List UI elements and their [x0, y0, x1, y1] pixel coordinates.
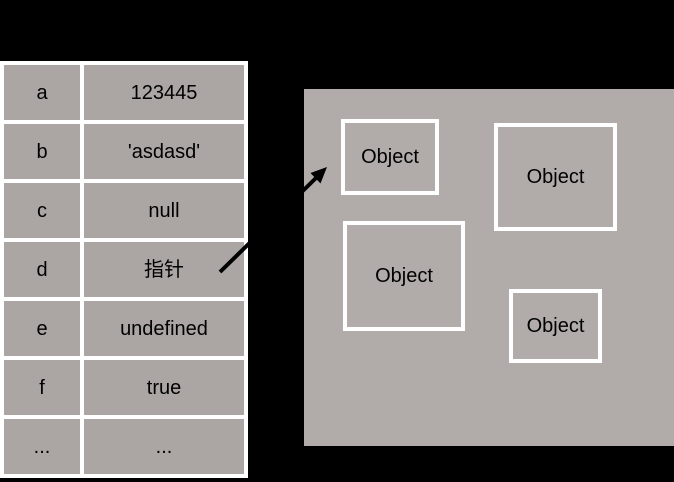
- stack-cell-key: d: [4, 242, 80, 297]
- stack-cell-value: 'asdasd': [84, 124, 244, 179]
- stack-cell-value: true: [84, 360, 244, 415]
- stack-cell-value: 指针: [84, 242, 244, 297]
- stack-table: a 123445 b 'asdasd' c null d 指针 e undefi…: [0, 61, 248, 478]
- stack-cell-value: null: [84, 183, 244, 238]
- heap-object-box: Object: [341, 119, 439, 195]
- stack-cell-key: ...: [4, 419, 80, 474]
- stack-cell-value: undefined: [84, 301, 244, 356]
- stack-cell-key: f: [4, 360, 80, 415]
- heap-region: Object Object Object Object: [304, 89, 674, 446]
- stack-cell-key: b: [4, 124, 80, 179]
- heap-object-box: Object: [343, 221, 465, 331]
- stack-cell-value: ...: [84, 419, 244, 474]
- stack-cell-key: c: [4, 183, 80, 238]
- stack-cell-key: e: [4, 301, 80, 356]
- heap-object-box: Object: [509, 289, 602, 363]
- stack-cell-value: 123445: [84, 65, 244, 120]
- stack-cell-key: a: [4, 65, 80, 120]
- heap-object-box: Object: [494, 123, 617, 231]
